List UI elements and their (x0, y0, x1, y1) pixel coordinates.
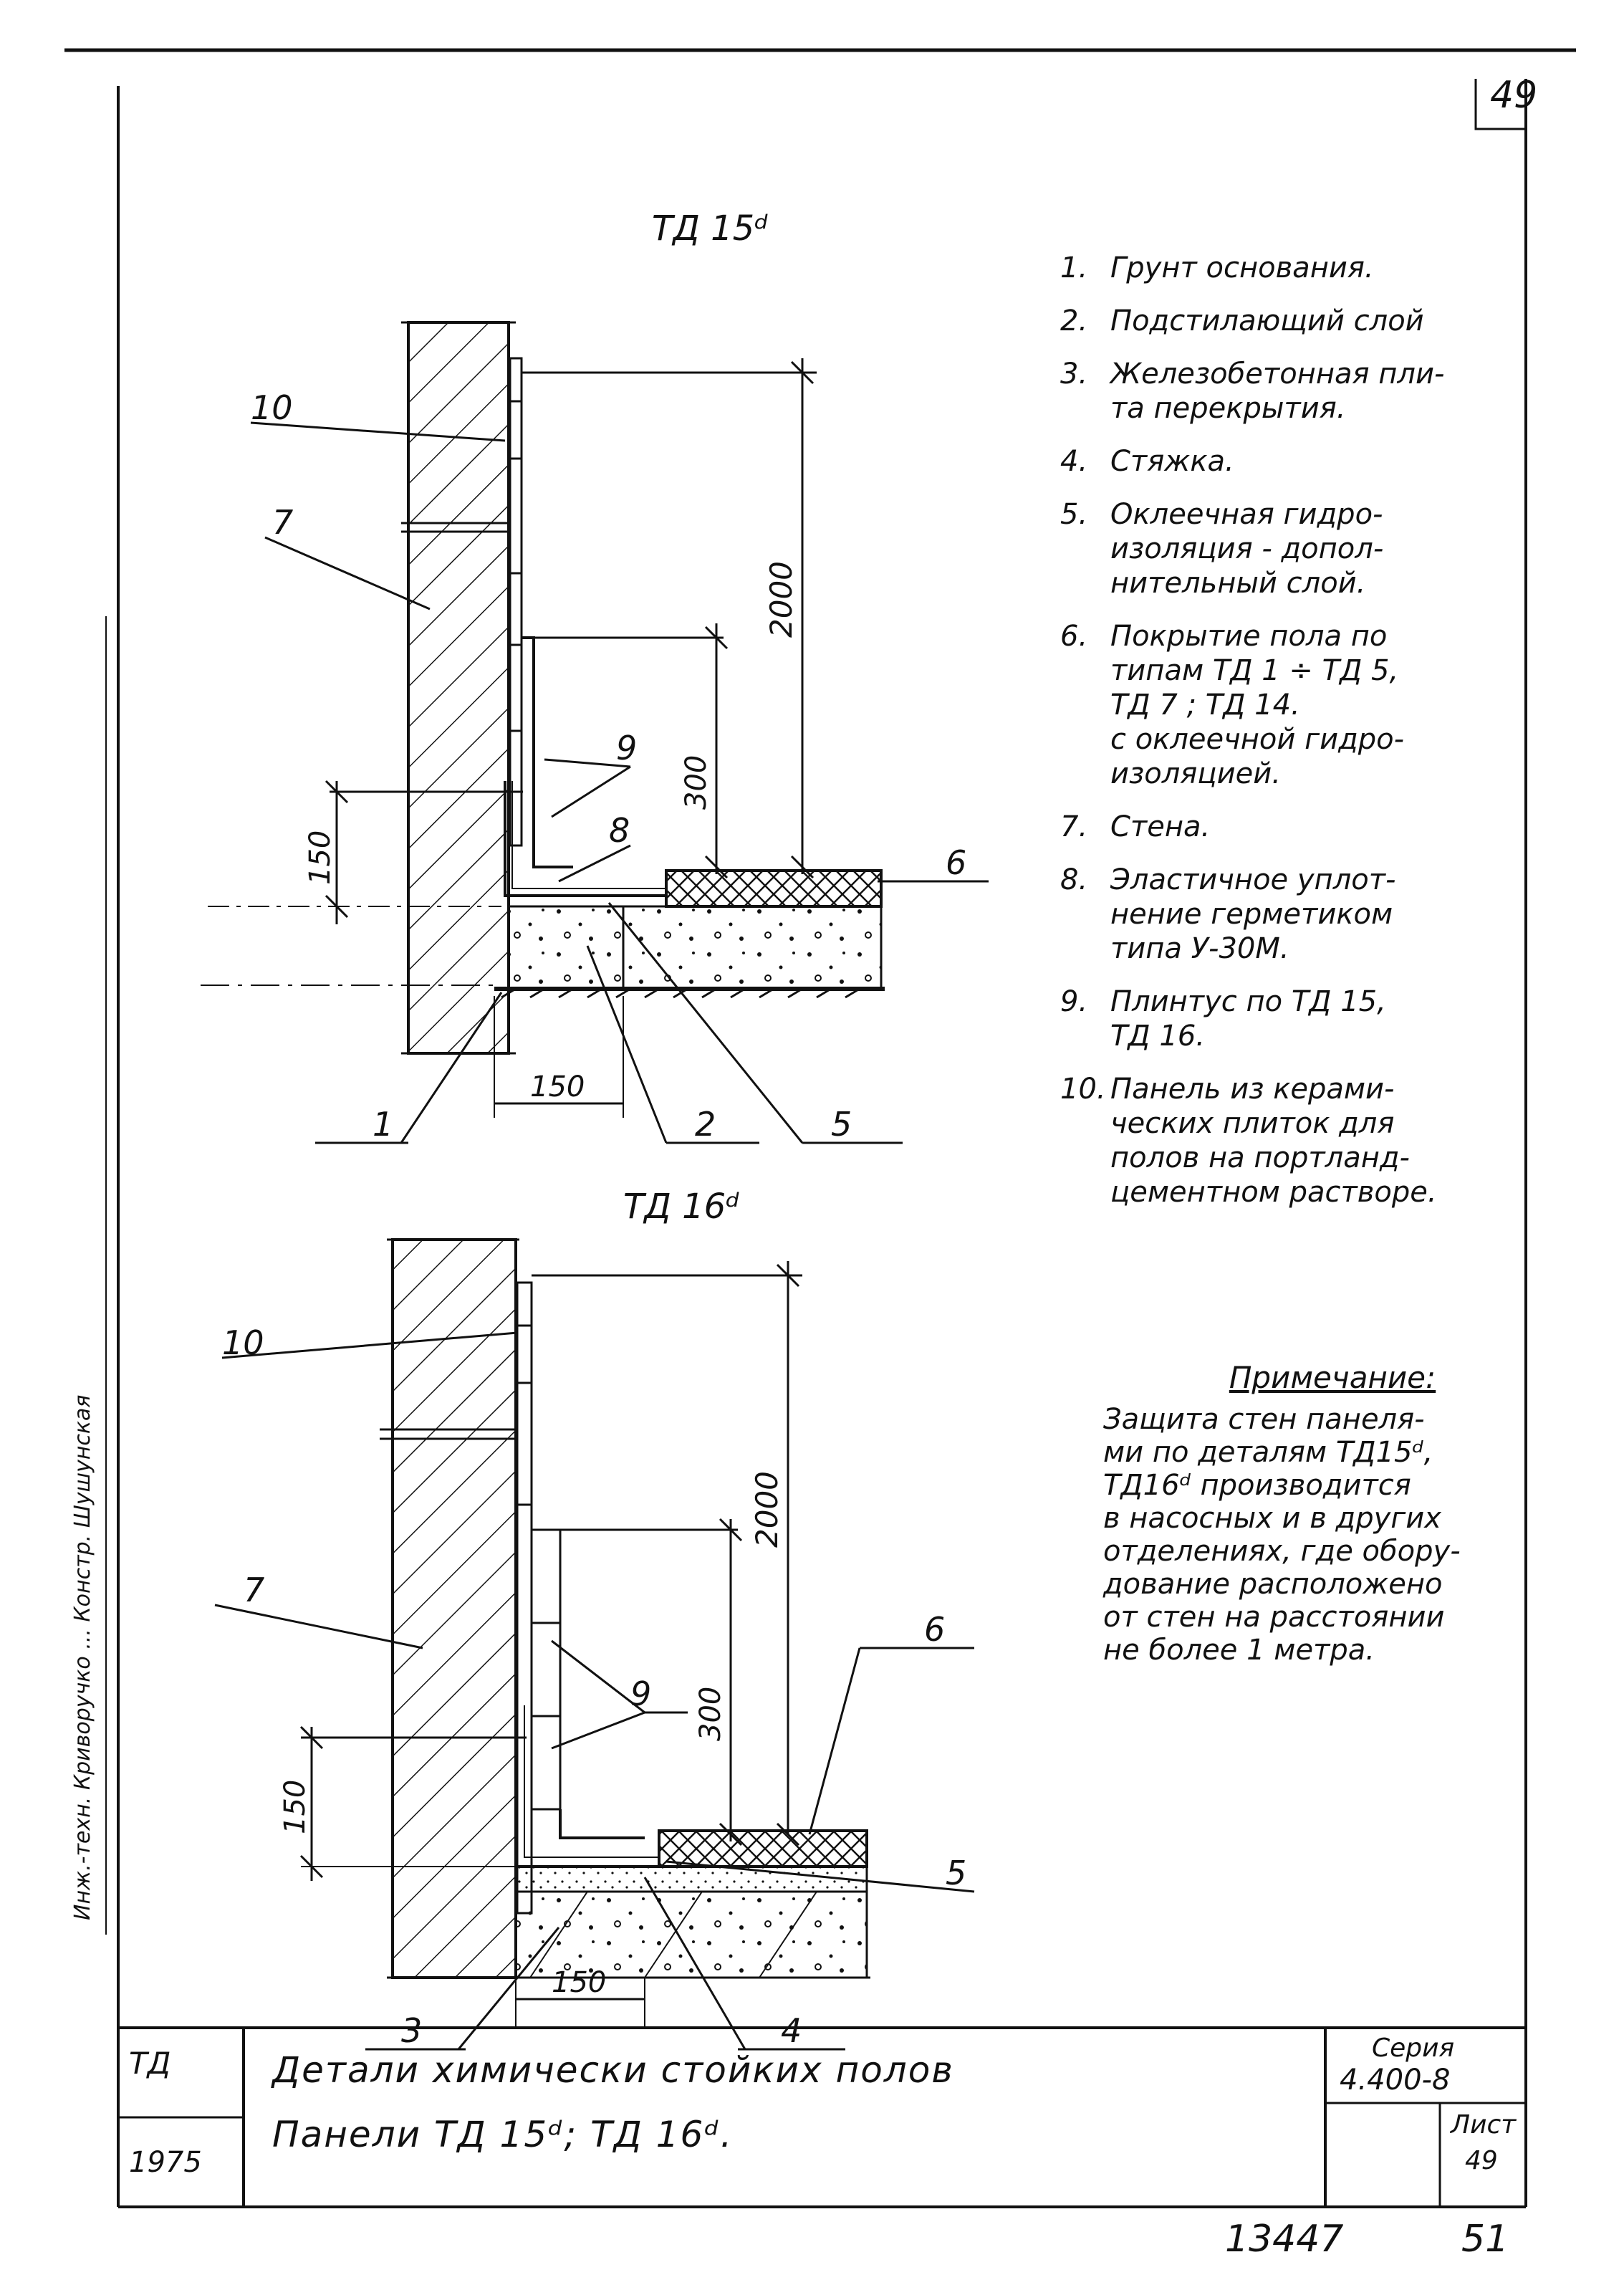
dim-150h-td16: 150 (552, 1966, 606, 1999)
tb-sheet-value: 49 (1465, 2146, 1498, 2175)
legend-item: 1. Грунт основания. (1060, 251, 1562, 285)
dim-150h-td15: 150 (530, 1070, 585, 1103)
wall-td15 (407, 321, 510, 1055)
legend-item: 6. Покрытие пола по типам ТД 1 ÷ ТД 5, ТД… (1060, 619, 1562, 791)
side-stamp: Инж.-техн. Криворучко ... Констр. Шушунс… (70, 1395, 95, 1920)
rc-slab-td16 (514, 1890, 868, 1979)
note: Примечание: Защита стен панеля- ми по де… (1103, 1361, 1562, 1667)
wall-td16 (391, 1238, 517, 1979)
tb-year: 1975 (129, 2146, 202, 2179)
screed-td16 (514, 1865, 868, 1893)
ceramic-panel-td15 (509, 357, 523, 847)
detail-title-td16: ТД 16ᵈ (623, 1187, 740, 1227)
legend-item-number: 2. (1060, 305, 1088, 337)
callout-5-td15: 5 (831, 1105, 852, 1144)
legend-item: 10.Панель из керами- ческих плиток для п… (1060, 1072, 1562, 1209)
legend-item: 4. Стяжка. (1060, 444, 1562, 479)
dim-300-td15: 300 (680, 755, 713, 810)
tb-sheet-label: Лист (1451, 2110, 1517, 2140)
tb-series-value: 4.400-8 (1340, 2064, 1451, 2097)
legend-item-text: Эластичное уплот- нение герметиком типа … (1110, 863, 1396, 965)
legend-item-number: 7. (1060, 810, 1088, 843)
archive-number: 13447 (1225, 2218, 1344, 2261)
legend-item-text: Стяжка. (1110, 445, 1234, 478)
floor-covering-td16 (658, 1829, 868, 1868)
sheet-number-box: 49 (1474, 74, 1537, 130)
legend-item-number: 10. (1060, 1073, 1106, 1106)
legend-item-text: Покрытие пола по типам ТД 1 ÷ ТД 5, ТД 7… (1110, 620, 1405, 790)
detail-td16: ТД 16ᵈ 2000 300 (214, 1187, 975, 2051)
tb-org: ТД (129, 2046, 171, 2081)
sheet-number: 49 (1490, 74, 1537, 117)
slab-td15 (507, 905, 883, 990)
tb-title-line2: Панели ТД 15ᵈ; ТД 16ᵈ. (272, 2114, 734, 2155)
callout-10-td15: 10 (251, 388, 293, 427)
legend-item-number: 3. (1060, 358, 1088, 391)
callout-5-td16: 5 (946, 1854, 966, 1892)
legend-item: 2. Подстилающий слой (1060, 304, 1562, 338)
callout-10-td16: 10 (222, 1323, 264, 1362)
legend-item-number: 5. (1060, 498, 1088, 531)
legend-item: 7. Стена. (1060, 810, 1562, 844)
legend-item-number: 4. (1060, 445, 1088, 478)
page-number: 51 (1461, 2218, 1509, 2261)
dim-2000-td16: 2000 (749, 1471, 784, 1548)
dim-150v-td15: 150 (304, 830, 337, 885)
legend-item-text: Плинтус по ТД 15, ТД 16. (1110, 985, 1386, 1053)
dim-150v-td16: 150 (279, 1780, 312, 1834)
legend-item-text: Железобетонная пли- та перекрытия. (1110, 358, 1445, 425)
callout-7-td15: 7 (272, 503, 293, 542)
floor-covering-td15 (665, 869, 883, 908)
callout-1-td15: 1 (373, 1105, 393, 1144)
legend-item-text: Стена. (1110, 810, 1211, 843)
sheet-frame (64, 48, 1576, 2208)
legend-item: 9. Плинтус по ТД 15, ТД 16. (1060, 985, 1562, 1053)
callout-9-td15: 9 (616, 729, 637, 767)
note-text: Защита стен панеля- ми по деталям ТД15ᵈ,… (1103, 1403, 1461, 1667)
tb-title-line1: Детали химически стойких полов (272, 2049, 954, 2091)
legend-item-text: Подстилающий слой (1110, 305, 1424, 337)
legend: 1. Грунт основания. 2. Подстилающий слой 3. Ж… (1060, 251, 1562, 1228)
legend-item: 8. Эластичное уплот- нение герметиком тип… (1060, 863, 1562, 966)
callout-6-td16: 6 (924, 1610, 945, 1649)
legend-item: 3. Железобетонная пли- та перекрытия. (1060, 357, 1562, 426)
detail-title-td15: ТД 15ᵈ (652, 209, 769, 249)
callout-3-td16: 3 (401, 2011, 422, 2050)
note-heading: Примечание: (1229, 1360, 1436, 1395)
legend-item: 5. Оклеечная гидро- изоляция - допол- нит… (1060, 497, 1562, 600)
legend-item-number: 9. (1060, 985, 1088, 1018)
legend-item-number: 8. (1060, 863, 1088, 896)
legend-item-number: 6. (1060, 620, 1088, 653)
dim-2000-td15: 2000 (764, 561, 799, 638)
callout-2-td15: 2 (695, 1105, 716, 1144)
legend-item-text: Панель из керами- ческих плиток для поло… (1110, 1073, 1437, 1209)
title-block-lines (118, 2026, 1526, 2207)
callout-4-td16: 4 (781, 2011, 802, 2050)
legend-item-number: 1. (1060, 252, 1088, 284)
dim-300-td16: 300 (694, 1687, 727, 1741)
callout-8-td15: 8 (609, 811, 630, 850)
detail-td15: ТД 15ᵈ 2000 300 (201, 209, 989, 1144)
callout-7-td16: 7 (244, 1571, 264, 1609)
legend-item-text: Грунт основания. (1110, 252, 1374, 284)
skirting-td16 (559, 1809, 645, 1839)
callout-6-td15: 6 (946, 843, 966, 882)
tb-series-label: Серия (1372, 2033, 1455, 2063)
legend-item-text: Оклеечная гидро- изоляция - допол- нител… (1110, 498, 1384, 600)
skirting-td15 (522, 636, 573, 868)
waterproofing-td15 (504, 781, 666, 897)
callout-9-td16: 9 (630, 1675, 651, 1713)
